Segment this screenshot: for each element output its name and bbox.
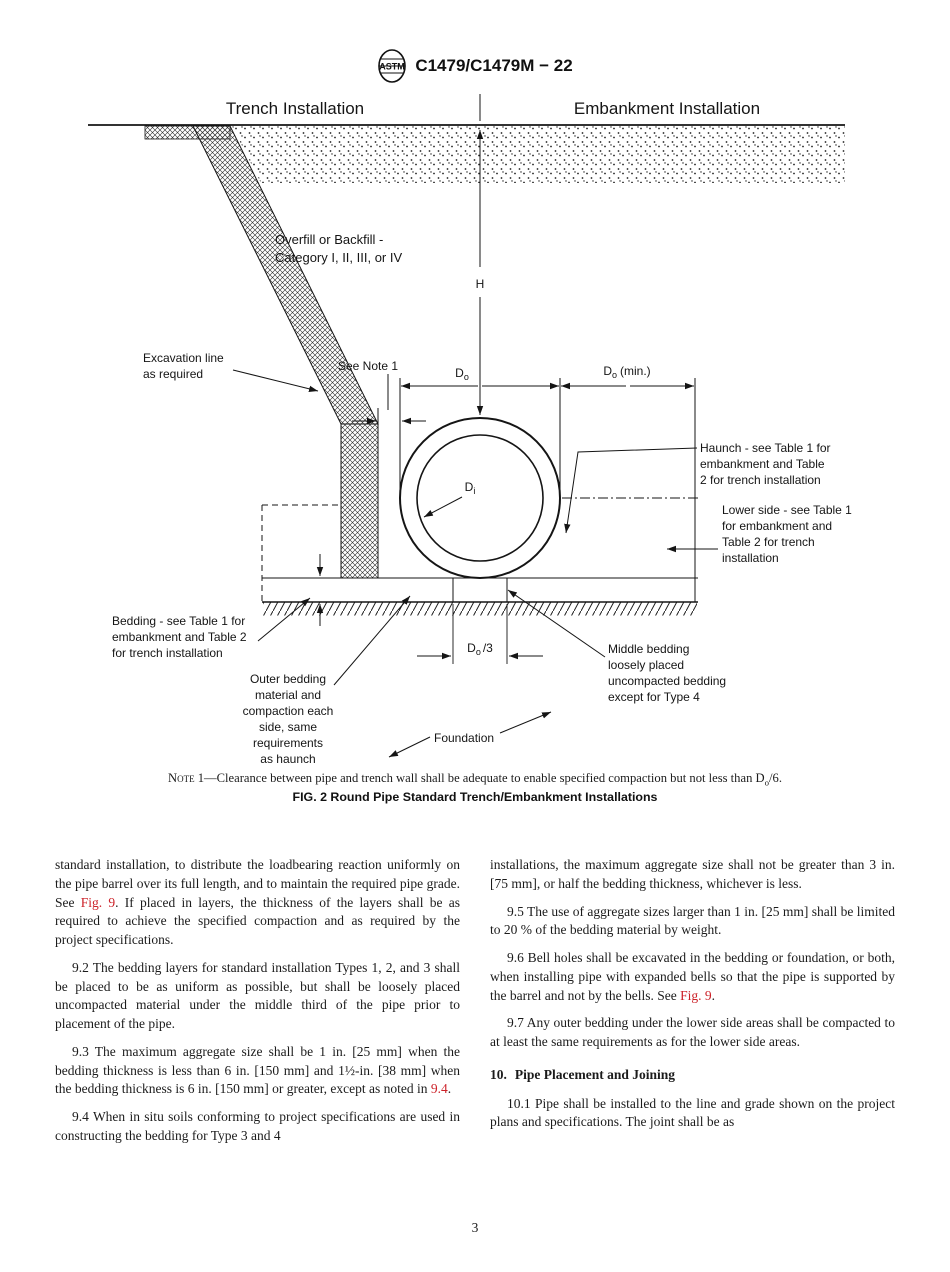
paragraph-9-4: 9.4 When in situ soils conforming to pro… <box>55 1109 460 1143</box>
section-title: Pipe Placement and Joining <box>514 1066 676 1082</box>
lower-side-line1: Lower side - see Table 1 <box>722 503 852 517</box>
clearance-note: See Note 1 <box>338 359 426 432</box>
bedding-line1: Bedding - see Table 1 for <box>112 614 245 628</box>
right-column: installations, the maximum aggregate siz… <box>490 856 895 1155</box>
outer-bedding-line6: as haunch <box>260 752 315 766</box>
do-min-label: Do(min.) <box>603 364 650 380</box>
document-designation: C1479/C1479M − 22 <box>415 56 573 75</box>
paragraph-10-1: 10.1 Pipe shall be installed to the line… <box>490 1095 895 1130</box>
foundation-text: Foundation <box>434 731 494 745</box>
excavation-line1: Excavation line <box>143 351 224 365</box>
foundation-leader-left <box>388 736 431 758</box>
paragraph-9-5: 9.5 The use of aggregate sizes larger th… <box>490 903 895 938</box>
middle-bedding-line2: loosely placed <box>608 658 684 672</box>
lower-side-label: Lower side - see Table 1 for embankment … <box>667 503 852 565</box>
pipe-inner-wall <box>416 434 544 562</box>
overfill-line1: Overfill or Backfill - <box>275 232 383 247</box>
bedding-line3: for trench installation <box>112 646 223 660</box>
paragraph-text: . If placed in layers, the thickness of … <box>55 894 460 948</box>
haunch-line1: Haunch - see Table 1 for <box>700 441 831 455</box>
foundation-hatch <box>263 602 697 616</box>
h-dimension: H <box>476 130 485 415</box>
figure-caption: FIG. 2 Round Pipe Standard Trench/Embank… <box>292 790 658 804</box>
fig9-reference[interactable]: Fig. 9 <box>80 894 116 910</box>
outer-bedding-line5: requirements <box>253 736 323 750</box>
logo-circle <box>378 49 407 83</box>
astm-logo: ASTM <box>378 49 407 83</box>
note-subscript: o <box>764 777 770 788</box>
excavation-line-label: Excavation line as required <box>143 351 319 392</box>
excavation-leader <box>232 369 319 392</box>
overfill-line2: Category I, II, III, or IV <box>275 250 402 265</box>
lower-side-line4: installation <box>722 551 779 565</box>
figure-headers: Trench Installation Embankment Installat… <box>226 94 760 121</box>
do-min-dimension: Do(min.) <box>561 364 696 602</box>
trench-wall-vertical <box>340 423 379 579</box>
bedding-line2: embankment and Table 2 <box>112 630 247 644</box>
figure-note: Note 1—Clearance between pipe and trench… <box>0 771 950 788</box>
section-number: 10. <box>490 1066 507 1082</box>
do3-label: Do/3 <box>467 641 493 657</box>
middle-bedding-line4: except for Type 4 <box>608 690 700 704</box>
note-tail: /6. <box>769 771 782 785</box>
do3-dimension: Do/3 <box>417 604 543 664</box>
middle-bedding-line1: Middle bedding <box>608 642 689 656</box>
outer-bedding-leader <box>333 595 411 686</box>
logo-text: ASTM <box>380 62 406 72</box>
do-label: Do <box>455 366 469 382</box>
section-10-heading: 10. Pipe Placement and Joining <box>490 1066 895 1085</box>
paragraph-text: . <box>711 987 715 1003</box>
paragraph-text: 9.3 The maximum aggregate size shall be … <box>55 1043 460 1097</box>
outer-bedding-line3: compaction each <box>243 704 334 718</box>
bedding-and-foundation <box>261 504 698 616</box>
outer-bedding-line2: material and <box>255 688 321 702</box>
note-label: Note 1— <box>168 771 217 785</box>
installation-diagram: Trench Installation Embankment Installat… <box>88 94 852 766</box>
middle-bedding-leader <box>507 589 606 658</box>
h-label: H <box>476 277 485 291</box>
section-9-4-reference[interactable]: 9.4 <box>430 1081 448 1097</box>
paragraph-text: standard installation, to distribute the… <box>55 857 460 910</box>
lower-side-line3: Table 2 for trench <box>722 535 815 549</box>
middle-bedding-line3: uncompacted bedding <box>608 674 726 688</box>
di-label: Di <box>465 480 476 496</box>
outer-bedding-label: Outer bedding material and compaction ea… <box>243 595 411 766</box>
paragraph-9-3: 9.3 The maximum aggregate size shall be … <box>55 1043 460 1099</box>
overfill-label: Overfill or Backfill - Category I, II, I… <box>275 232 402 265</box>
lower-side-line2: for embankment and <box>722 519 832 533</box>
document-header: ASTM C1479/C1479M − 22 <box>0 48 950 84</box>
haunch-line3: 2 for trench installation <box>700 473 821 487</box>
fig9-reference[interactable]: Fig. 9 <box>680 987 712 1003</box>
paragraph-9-7: 9.7 Any outer bedding under the lower si… <box>490 1015 895 1049</box>
haunch-line2: embankment and Table <box>700 457 825 471</box>
embankment-fill-stipple <box>232 126 845 183</box>
pipe: Di <box>399 417 561 579</box>
foundation-label: Foundation <box>388 711 552 758</box>
paragraph-text: . <box>447 1081 452 1097</box>
bedding-label: Bedding - see Table 1 for embankment and… <box>112 597 311 660</box>
trench-installation-header: Trench Installation <box>226 99 364 118</box>
paragraph-text: 9.6 Bell holes shall be excavated in the… <box>490 950 895 1003</box>
di-leader <box>423 496 463 518</box>
page-number: 3 <box>471 1220 479 1235</box>
paragraph-9-6: 9.6 Bell holes shall be excavated in the… <box>490 949 895 1005</box>
do-dimension: Do <box>399 366 561 494</box>
middle-bedding-label: Middle bedding loosely placed uncompacte… <box>507 589 726 704</box>
haunch-label: Haunch - see Table 1 for embankment and … <box>564 441 831 534</box>
outer-bedding-line4: side, same <box>259 720 317 734</box>
paragraph-9-4-continuation: installations, the maximum aggregate siz… <box>490 857 895 891</box>
paragraph-9-1-continuation: standard installation, to distribute the… <box>55 856 460 950</box>
body-text: standard installation, to distribute the… <box>55 856 895 1155</box>
note-body: Clearance between pipe and trench wall s… <box>216 771 765 785</box>
left-column: standard installation, to distribute the… <box>55 856 460 1155</box>
embankment-installation-header: Embankment Installation <box>574 99 760 118</box>
foundation-leader-right <box>499 711 552 734</box>
see-note-label: See Note 1 <box>338 359 398 373</box>
excavation-line2: as required <box>143 367 203 381</box>
haunch-leader <box>564 447 698 534</box>
bedding-leader <box>257 597 311 642</box>
outer-bedding-line1: Outer bedding <box>250 672 326 686</box>
paragraph-9-2: 9.2 The bedding layers for standard inst… <box>55 959 460 1031</box>
